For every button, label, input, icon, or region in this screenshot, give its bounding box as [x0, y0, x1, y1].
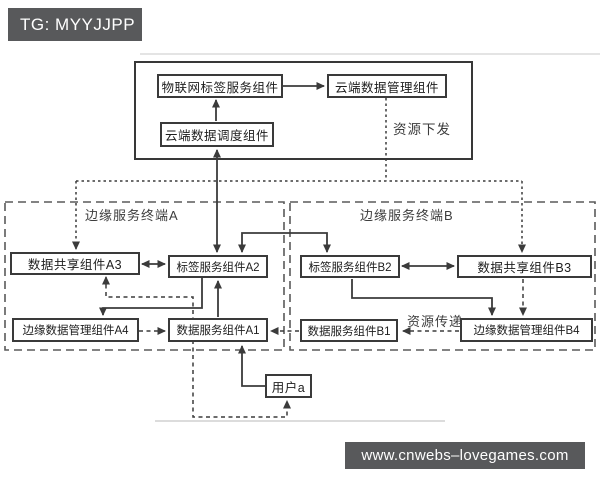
node-tag-service-b2-label: 标签服务组件B2	[308, 261, 392, 274]
site-watermark-text: www.cnwebs–lovegames.com	[361, 447, 569, 464]
resource-transfer-label: 资源传递	[407, 314, 464, 329]
node-edge-data-management-b4-label: 边缘数据管理组件B4	[473, 325, 580, 337]
cloud-platform-frame	[134, 61, 473, 160]
edge-b2-to-b4	[351, 279, 496, 316]
node-edge-data-management-b4: 边缘数据管理组件B4	[460, 318, 593, 342]
edge-user-a3-dashed-loop	[102, 276, 291, 418]
node-data-service-a1: 数据服务组件A1	[168, 318, 268, 342]
edge-a2-to-a4	[99, 278, 203, 316]
image-edge-line-top	[140, 53, 600, 55]
node-tag-service-a2-label: 标签服务组件A2	[176, 261, 260, 274]
node-iot-tag-service: 物联网标签服务组件	[157, 74, 283, 98]
edge-a2-b2-bridge	[238, 232, 331, 253]
image-edge-line-bottom	[155, 420, 445, 422]
node-data-service-b1-label: 数据服务组件B1	[307, 325, 391, 338]
node-user-a: 用户a	[265, 374, 312, 398]
node-tag-service-a2: 标签服务组件A2	[168, 255, 268, 278]
node-iot-tag-service-label: 物联网标签服务组件	[161, 80, 279, 95]
tg-watermark-banner: TG: MYYJJPP	[8, 8, 142, 41]
node-data-sharing-a3: 数据共享组件A3	[10, 252, 140, 275]
node-tag-service-b2: 标签服务组件B2	[300, 255, 400, 278]
node-cloud-data-management-label: 云端数据管理组件	[334, 80, 439, 95]
edge-user-to-a1	[238, 345, 265, 387]
node-data-service-a1-label: 数据服务组件A1	[176, 325, 260, 337]
resource-distribution-label: 资源下发	[393, 122, 451, 137]
node-data-sharing-b3: 数据共享组件B3	[457, 255, 592, 278]
node-cloud-data-management: 云端数据管理组件	[327, 74, 447, 98]
node-edge-data-management-a4-label: 边缘数据管理组件A4	[22, 325, 129, 337]
terminal-a-title: 边缘服务终端A	[85, 208, 179, 223]
node-cloud-data-scheduling: 云端数据调度组件	[160, 122, 274, 147]
site-watermark-banner: www.cnwebs–lovegames.com	[345, 442, 585, 469]
node-edge-data-management-a4: 边缘数据管理组件A4	[12, 318, 139, 342]
node-cloud-data-scheduling-label: 云端数据调度组件	[164, 129, 269, 143]
tg-watermark-text: TG: MYYJJPP	[20, 14, 136, 34]
terminal-b-title: 边缘服务终端B	[360, 208, 454, 223]
node-data-sharing-b3-label: 数据共享组件B3	[477, 261, 572, 275]
node-user-a-label: 用户a	[271, 380, 306, 395]
node-data-sharing-a3-label: 数据共享组件A3	[27, 258, 123, 272]
node-data-service-b1: 数据服务组件B1	[300, 319, 398, 342]
